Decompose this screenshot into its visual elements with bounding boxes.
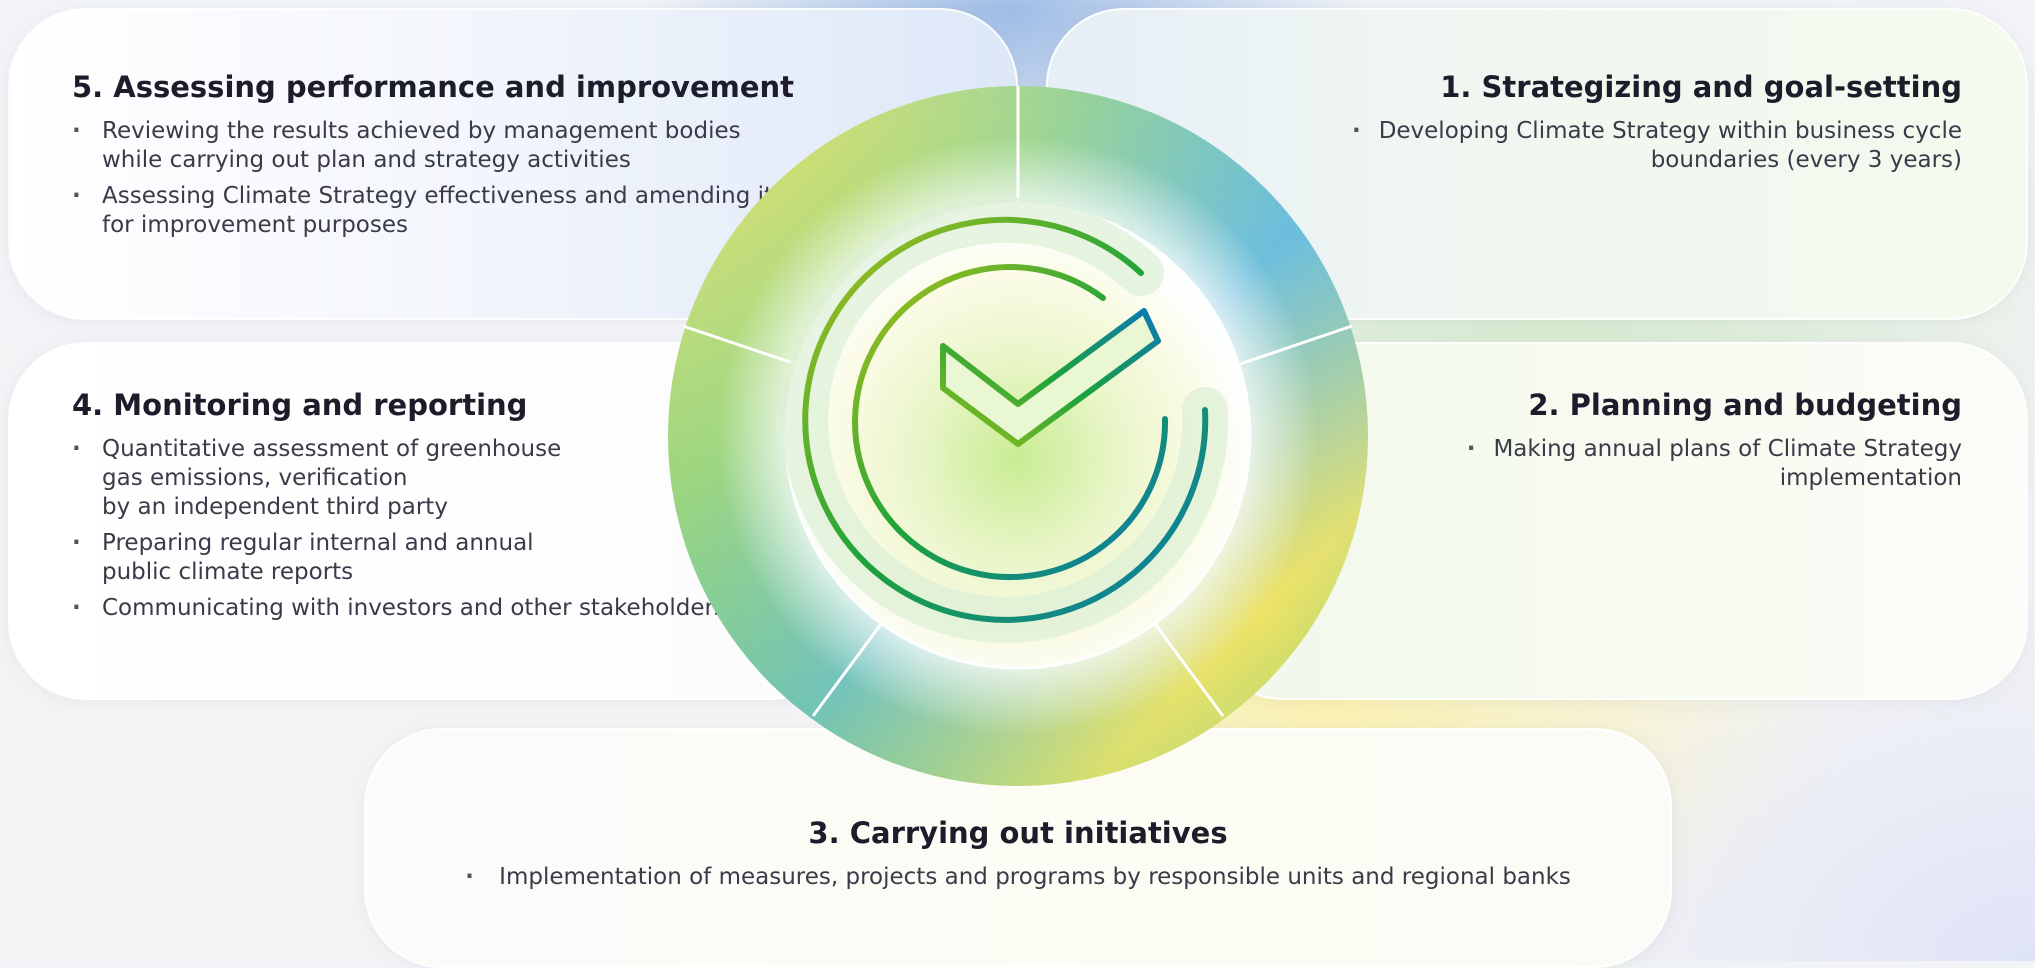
checkmark-logo-icon <box>782 196 1229 643</box>
stage-2-title: 2. Planning and budgeting <box>1528 388 1962 422</box>
stage-1-list: · Developing Climate Strategy within bus… <box>1352 117 1962 175</box>
stage-5-item-1-text: Reviewing the results achieved by manage… <box>102 118 741 173</box>
stage-5-item-2-text: Assessing Climate Strategy effectiveness… <box>102 183 773 238</box>
stage-5-list: Reviewing the results achieved by manage… <box>72 117 794 240</box>
stage-4-panel: 4. Monitoring and reporting Quantitative… <box>72 387 726 630</box>
stage-5-title: 5. Assessing performance and improvement <box>72 70 795 104</box>
stage-4-item: Preparing regular internal and annual pu… <box>72 529 726 587</box>
stage-4-item-2-text: Preparing regular internal and annual pu… <box>102 530 534 585</box>
stage-3-list: · Implementation of measures, projects a… <box>364 863 1672 899</box>
stage-5-item: Assessing Climate Strategy effectiveness… <box>72 182 794 240</box>
stage-3-item: · Implementation of measures, projects a… <box>465 863 1571 892</box>
stage-2-item: · Making annual plans of Climate Strateg… <box>1467 435 1962 493</box>
stage-2-panel: 2. Planning and budgeting · Making annua… <box>1467 387 1962 500</box>
bullet-dot: · <box>1351 118 1361 144</box>
bullet-dot: · <box>1466 436 1476 462</box>
stage-5-panel: 5. Assessing performance and improvement… <box>72 69 794 247</box>
bullet-dot: · <box>465 864 474 890</box>
segment-dividers <box>682 86 1353 717</box>
stage-1-item-1-text: Developing Climate Strategy within busin… <box>1378 118 1962 173</box>
stage-3-title: 3. Carrying out initiatives <box>808 816 1228 850</box>
stage-4-list: Quantitative assessment of greenhouse ga… <box>72 435 726 623</box>
stage-1-panel: 1. Strategizing and goal-setting · Devel… <box>1352 69 1962 182</box>
stage-4-title: 4. Monitoring and reporting <box>72 388 528 422</box>
stage-2-item-1-text: Making annual plans of Climate Strategy … <box>1493 436 1962 491</box>
stage-5-item: Reviewing the results achieved by manage… <box>72 117 794 175</box>
stage-2-list: · Making annual plans of Climate Strateg… <box>1467 435 1962 493</box>
stage-4-item: Communicating with investors and other s… <box>72 594 726 623</box>
stage-1-title: 1. Strategizing and goal-setting <box>1440 70 1962 104</box>
stage-4-item-3-text: Communicating with investors and other s… <box>102 595 726 621</box>
stage-3-item-1-text: Implementation of measures, projects and… <box>499 864 1571 890</box>
stage-1-item: · Developing Climate Strategy within bus… <box>1352 117 1962 175</box>
stage-4-item: Quantitative assessment of greenhouse ga… <box>72 435 726 522</box>
cycle-ring-graphic <box>668 86 1368 786</box>
stage-3-panel: 3. Carrying out initiatives · Implementa… <box>364 815 1672 899</box>
stage-4-item-1-text: Quantitative assessment of greenhouse ga… <box>102 436 562 520</box>
